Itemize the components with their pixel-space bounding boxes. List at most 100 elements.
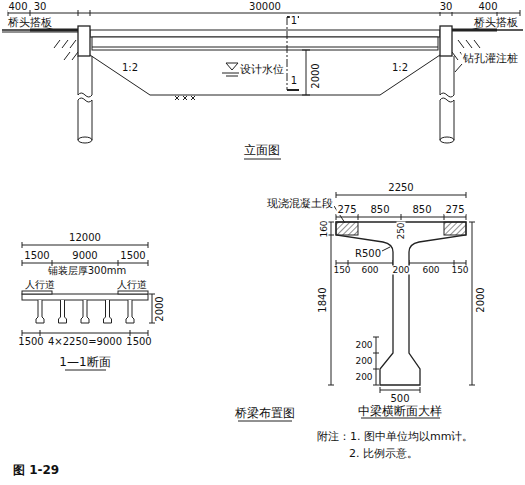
riverbed: [90, 55, 440, 95]
dimension-line: [373, 353, 379, 354]
title-underline: [361, 418, 440, 419]
water-level-symbol: [226, 63, 238, 70]
dimension-text: 2. 比例示意。: [348, 448, 419, 459]
bridge-deck: [90, 30, 440, 37]
annotation-text: 立面图: [243, 144, 281, 156]
dimension-text: 600: [421, 266, 440, 275]
dimension-text: 1—1断面: [58, 356, 111, 368]
dimension-line: [520, 10, 521, 16]
dimension-text: 1:2: [121, 63, 139, 73]
dimension-line: [472, 222, 473, 385]
dimension-text: 275: [444, 205, 465, 215]
beam-outline: [336, 222, 466, 385]
bridge-deck: [90, 30, 440, 50]
embankment-slope: [2, 32, 80, 33]
dimension-text: 200: [354, 357, 373, 366]
annotation-text: 桥头搭板: [473, 17, 519, 28]
dimension-line: [469, 222, 475, 223]
dimension-text: 30: [33, 2, 48, 12]
dimension-text: 150: [450, 266, 469, 275]
dimension-text: 160: [320, 219, 329, 238]
dimension-line: [328, 385, 334, 386]
dimension-line: [306, 50, 307, 95]
dimension-text: 200: [354, 373, 373, 382]
dimension-line: [328, 192, 475, 393]
annotation-text: 钻孔灌注桩: [462, 53, 519, 64]
dimension-line: [336, 195, 466, 196]
dimension-line: [302, 50, 310, 51]
beam-detail-view: [238, 192, 475, 421]
dimension-text: 9000: [71, 251, 98, 261]
dimension-text: 500: [389, 394, 410, 404]
deck-slab: [22, 291, 52, 294]
abutment: [440, 26, 452, 56]
dimension-text: 12000: [68, 233, 102, 243]
riverbed: [175, 96, 195, 100]
dimension-line: [148, 242, 149, 248]
dimension-line: [22, 263, 148, 264]
dimension-line: [373, 369, 379, 370]
dimension-text: 4×2250=9000: [47, 337, 123, 347]
dimension-line: [40, 330, 41, 336]
dimension-text: 200: [354, 341, 373, 350]
dimension-text: 1500: [119, 251, 146, 261]
approach-slab: [452, 29, 523, 31]
embankment-slope: [54, 40, 78, 60]
dimension-line: [466, 192, 467, 198]
annotation-text: 设计水位: [239, 64, 285, 75]
annotation-text: 桥头搭板: [7, 17, 53, 28]
deck-slab: [118, 291, 148, 294]
annotation-text: 附注：1. 图中单位均以mm计。: [316, 431, 474, 442]
dimension-line: [22, 330, 23, 336]
water-level-symbol: [226, 76, 238, 77]
t-beam: [104, 300, 112, 323]
dimension-text: 1: [290, 76, 298, 86]
deck-slab: [22, 291, 148, 300]
section-mark: [287, 89, 299, 91]
dimension-text: 30000: [248, 2, 282, 12]
dimension-text: 2000: [476, 286, 486, 313]
dimension-text: 2000: [155, 295, 165, 322]
dimension-text: 1500: [23, 251, 50, 261]
dimension-line: [22, 245, 148, 246]
dimension-line: [358, 214, 359, 220]
dimension-text: 150: [332, 266, 351, 275]
dimension-text: 200: [391, 266, 410, 275]
t-beam: [126, 300, 134, 323]
abutment: [78, 26, 452, 56]
dimension-text: R500: [354, 249, 382, 259]
dimension-line: [8, 13, 520, 14]
title-underline: [244, 159, 281, 160]
dimension-line: [420, 387, 421, 393]
dimension-line: [302, 95, 310, 96]
beam-outline: [334, 206, 466, 385]
dimension-line: [152, 294, 153, 323]
dimension-text: 2000: [311, 62, 321, 89]
bored-pile: [78, 137, 92, 143]
figure-caption: 图 1-29: [12, 464, 60, 476]
dimension-line: [373, 337, 379, 338]
section-mark: [287, 17, 299, 90]
dimension-line: [373, 385, 379, 386]
dimension-line: [130, 330, 131, 336]
dimension-line: [148, 330, 149, 336]
riverbed: [90, 55, 440, 100]
dimension-text: 850: [369, 205, 390, 215]
dimension-line: [466, 214, 467, 220]
dimension-line: [148, 260, 149, 266]
dimension-text: 275: [336, 205, 357, 215]
dimension-text: 850: [411, 205, 432, 215]
dimension-text: 1:2: [391, 63, 409, 73]
dimension-text: 30: [439, 2, 454, 12]
dimension-line: [331, 235, 332, 385]
dimension-line: [22, 333, 148, 334]
section-mark: [287, 17, 288, 90]
dimension-text: 1500: [17, 337, 44, 347]
elevation-view: [2, 10, 523, 159]
annotation-text: 铺装层厚300mm: [47, 266, 128, 276]
dimension-line: [30, 10, 31, 16]
bored-pile: [440, 137, 454, 143]
dimension-line: [376, 337, 377, 385]
bored-pile: [455, 64, 462, 72]
